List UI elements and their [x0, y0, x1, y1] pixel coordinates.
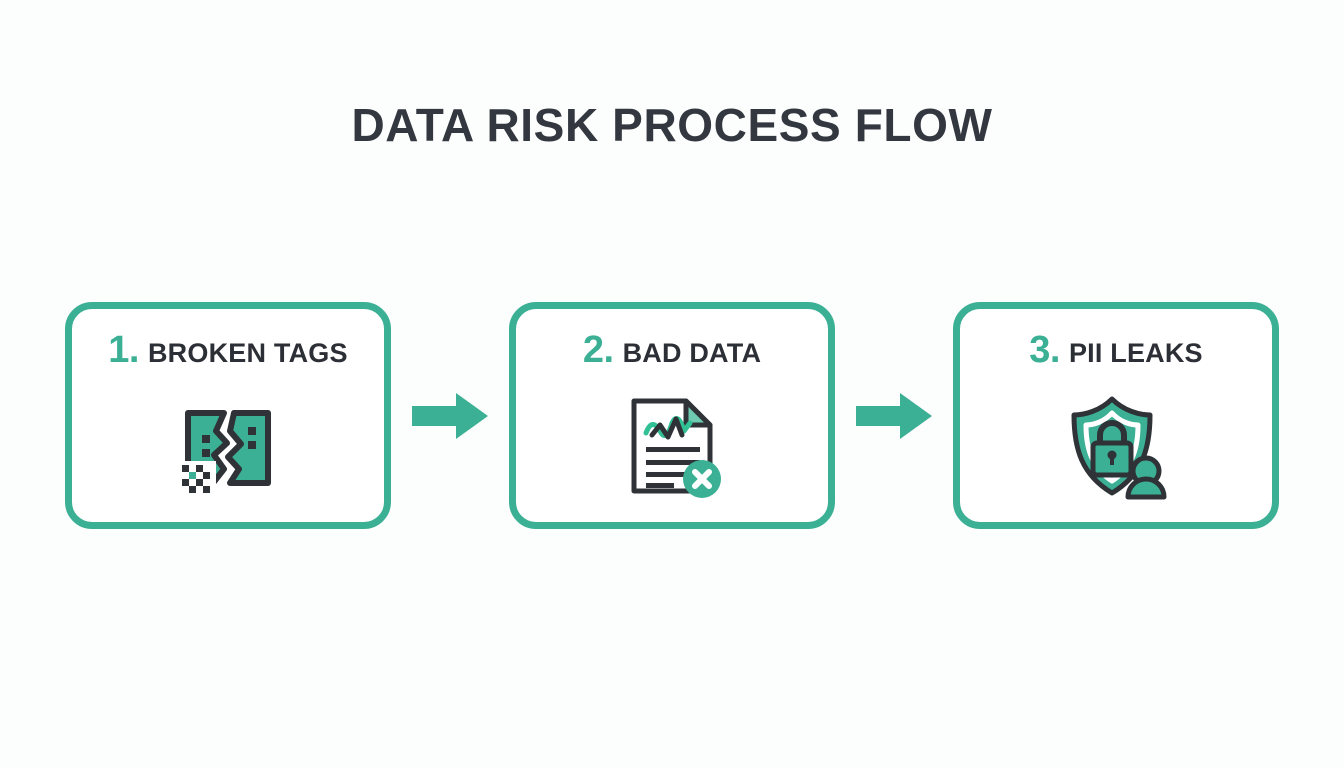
- process-step-card-1[interactable]: 1. BROKEN TAGS: [65, 302, 391, 529]
- step-1-icon-wrap: [72, 391, 384, 503]
- arrow-right-icon: [856, 392, 932, 439]
- step-1-number: 1.: [108, 329, 139, 371]
- connector-1: [391, 390, 509, 442]
- document-error-icon: [631, 398, 721, 498]
- process-step-card-3[interactable]: 3. PII LEAKS: [953, 302, 1279, 529]
- step-2-label: BAD DATA: [622, 338, 762, 368]
- step-3-icon-wrap: [960, 391, 1272, 503]
- shield-lock-person-icon: [1071, 396, 1167, 500]
- connector-2: [835, 390, 953, 442]
- process-step-card-2[interactable]: 2. BAD DATA: [509, 302, 835, 529]
- step-2-heading: 2. BAD DATA: [516, 331, 828, 369]
- step-3-number: 3.: [1029, 329, 1060, 371]
- step-1-heading: 1. BROKEN TAGS: [72, 331, 384, 369]
- page-title: DATA RISK PROCESS FLOW: [351, 99, 993, 151]
- step-2-number: 2.: [582, 329, 614, 371]
- step-3-label: PII LEAKS: [1068, 338, 1203, 368]
- step-2-icon-wrap: [516, 391, 828, 503]
- step-1-label: BROKEN TAGS: [147, 338, 348, 368]
- broken-qr-tag-icon: [180, 410, 271, 495]
- step-3-heading: 3. PII LEAKS: [960, 331, 1272, 369]
- process-flow: 1. BROKEN TAGS: [0, 293, 1344, 538]
- arrow-right-icon: [412, 392, 488, 439]
